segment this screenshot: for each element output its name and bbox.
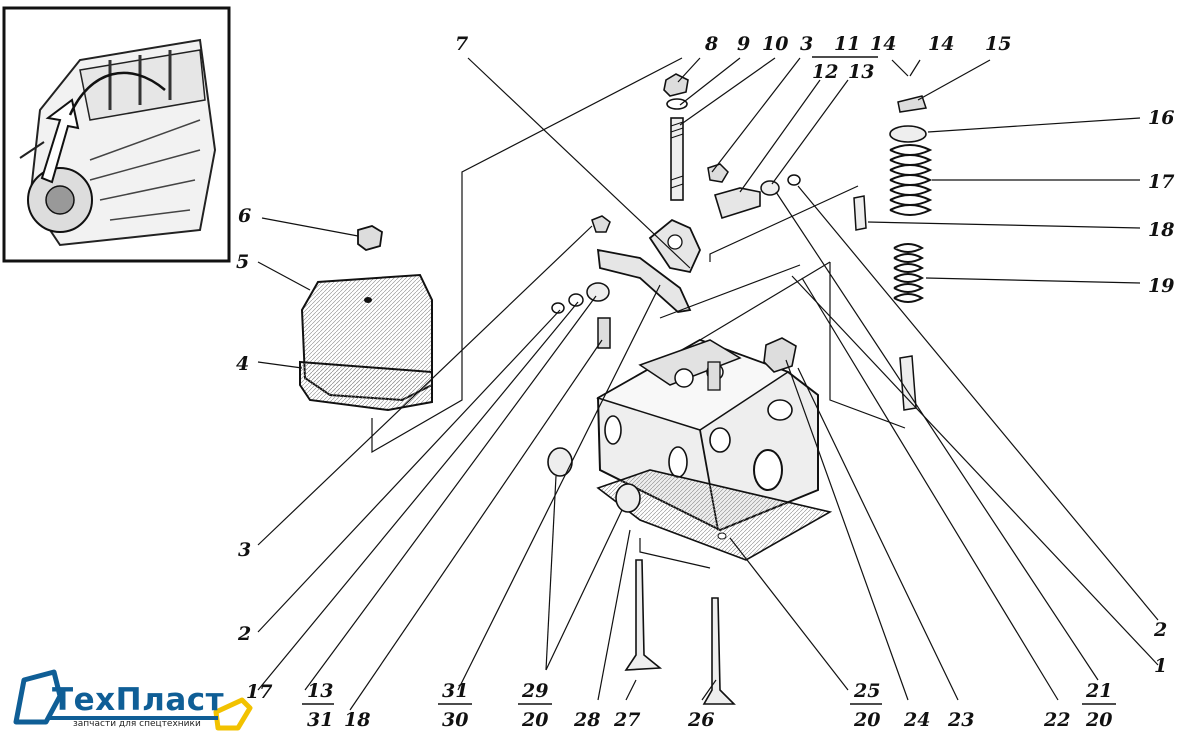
engine-inset	[2, 6, 231, 263]
fraction-29-20-denominator: 20	[521, 709, 548, 731]
stud-assembly	[663, 73, 689, 201]
callout-28: 28	[573, 709, 600, 731]
fraction-13-31-numerator: 13	[307, 680, 333, 702]
fraction-25-20-numerator: 25	[853, 680, 880, 702]
callout-15: 15	[985, 33, 1011, 55]
callout-10: 10	[762, 33, 788, 55]
callout-24: 24	[903, 709, 930, 731]
callout-17-right: 17	[1148, 171, 1174, 193]
fraction-21-20-numerator: 21	[1085, 680, 1112, 702]
callout-9: 9	[737, 33, 750, 55]
callout-4: 4	[236, 353, 249, 375]
callout-labels: 7 8 9 10 3 11 12 13 14 14 15 16 17 18 19…	[236, 33, 1174, 731]
cover-gasket	[299, 360, 433, 412]
fraction-25-20-denominator: 20	[853, 709, 880, 731]
callout-18-bottom: 18	[344, 709, 370, 731]
valves	[547, 337, 797, 705]
callout-16: 16	[1148, 107, 1174, 129]
callout-14a: 14	[870, 33, 896, 55]
head-gasket	[596, 469, 833, 561]
callout-26: 26	[687, 709, 714, 731]
logo-tagline: запчасти для спецтехники	[73, 719, 201, 729]
callout-22: 22	[1043, 709, 1070, 731]
callout-5: 5	[236, 251, 249, 273]
rocker-assembly	[551, 163, 801, 349]
callout-14b: 14	[928, 33, 954, 55]
callout-13-top: 13	[848, 61, 874, 83]
cap-nut	[357, 225, 383, 251]
fraction-21-20-denominator: 20	[1085, 709, 1112, 731]
leader-lines	[257, 57, 1159, 711]
fraction-29-20-numerator: 29	[521, 680, 548, 702]
callout-18-right: 18	[1148, 219, 1174, 241]
fraction-13-31-denominator: 31	[307, 709, 333, 731]
callout-7: 7	[455, 33, 468, 55]
callout-3-top: 3	[800, 33, 813, 55]
callout-19: 19	[1148, 275, 1174, 297]
callout-17-bottom: 17	[246, 681, 272, 703]
callout-27: 27	[613, 709, 640, 731]
callout-2-left: 2	[237, 623, 251, 645]
callout-12: 12	[812, 61, 838, 83]
callout-8: 8	[704, 33, 718, 55]
callout-6: 6	[238, 205, 251, 227]
callout-2-right: 2	[1153, 619, 1167, 641]
company-logo	[13, 669, 253, 731]
fraction-31-30-numerator: 31	[442, 680, 468, 702]
callout-11: 11	[834, 33, 860, 55]
callout-23: 23	[947, 709, 974, 731]
logo-name: ТехПласт	[52, 682, 225, 718]
fraction-31-30-denominator: 30	[442, 709, 468, 731]
valve-springs	[853, 95, 933, 411]
callout-3-left: 3	[238, 539, 251, 561]
callout-1: 1	[1154, 655, 1167, 677]
